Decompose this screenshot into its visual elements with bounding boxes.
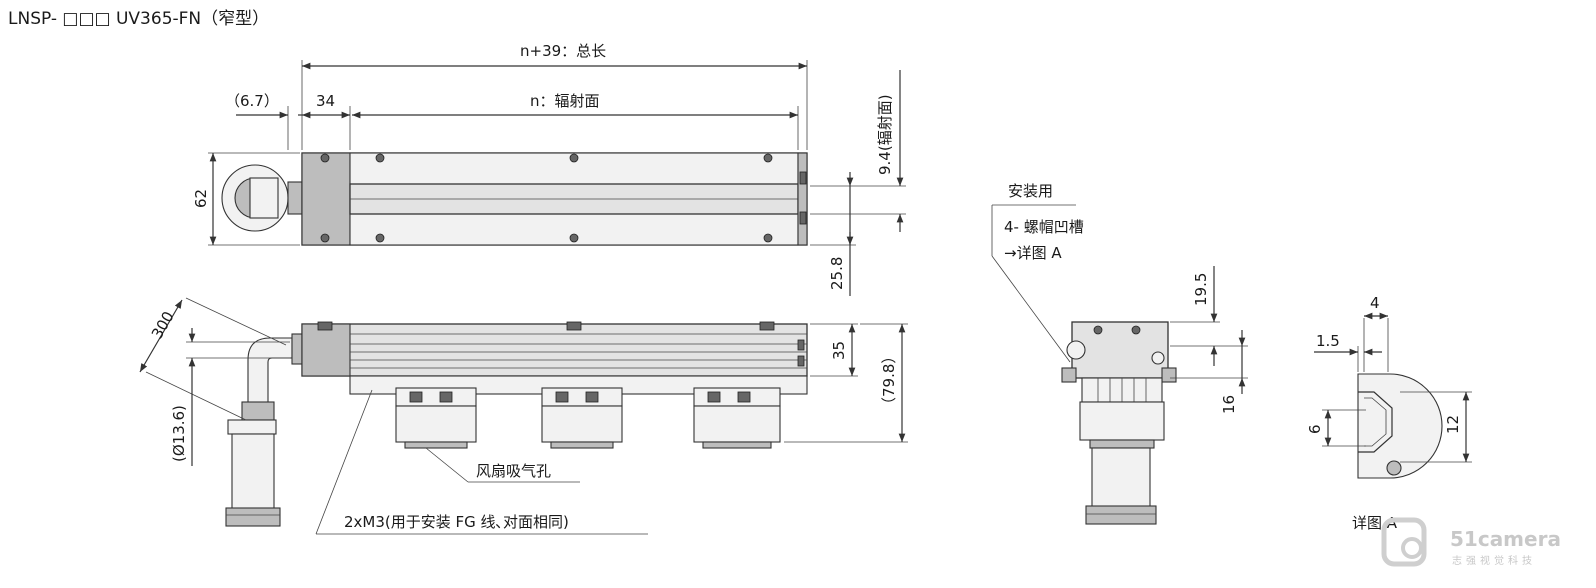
end-port	[1066, 340, 1086, 360]
dim-emit-height: 9.4(辐射面)	[876, 94, 894, 175]
dim-12: 12	[1444, 415, 1462, 434]
dim-62: 62	[192, 189, 210, 208]
dim-79-8: （79.8）	[880, 349, 898, 412]
top-view-dimensions: n+39：总长 n：辐射面 34 （6.7） 62 9.4(辐射面) 25.8	[192, 42, 906, 296]
label-slot-line1: 4- 螺帽凹槽	[1004, 218, 1084, 236]
label-screw-fg: 2xM3(用于安装 FG 线､对面相同)	[344, 513, 569, 531]
end-fan	[1079, 401, 1165, 441]
screw	[375, 153, 385, 163]
detail-a: 4 1.5 6 12 详图 A	[1306, 294, 1472, 532]
dim-total-length: n+39：总长	[520, 42, 606, 60]
connector-neck	[249, 177, 279, 219]
dim-19-5: 19.5	[1192, 273, 1210, 306]
watermark-sub: 志强视觉科技	[1452, 554, 1536, 567]
dim-25-8: 25.8	[828, 257, 846, 290]
fan-unit	[693, 387, 781, 449]
watermark: 51camera 志强视觉科技	[1381, 517, 1561, 567]
screw	[763, 233, 773, 243]
screw	[569, 153, 579, 163]
end-body	[1071, 321, 1169, 379]
cable-elbow	[247, 337, 293, 403]
drawing-title: LNSP- □□□ UV365-FN（窄型）	[8, 9, 269, 29]
plug-ring	[227, 419, 277, 435]
screw	[320, 153, 330, 163]
side-view-dimensions: 300 (Ø13.6) 35 （79.8） 风扇吸气孔 2xM3(用于安装 FG…	[139, 297, 908, 535]
watermark-logo-icon	[1381, 517, 1427, 567]
plug-body	[231, 433, 275, 511]
label-slot-line2: →详图 A	[1004, 244, 1062, 262]
dim-34: 34	[316, 92, 335, 110]
end-view	[1061, 321, 1177, 525]
detail-a-shape	[1357, 373, 1443, 479]
screw	[375, 233, 385, 243]
label-fan-inlet: 风扇吸气孔	[476, 462, 551, 480]
screw	[763, 153, 773, 163]
connector-mount	[287, 181, 303, 215]
dim-emit-length: n：辐射面	[530, 92, 600, 110]
screw	[569, 233, 579, 243]
top-view	[221, 152, 808, 246]
dim-16: 16	[1220, 395, 1238, 414]
dim-6: 6	[1306, 424, 1324, 434]
label-mount-use: 安装用	[1008, 182, 1053, 200]
dim-cable-300: 300	[148, 308, 178, 342]
end-plug	[1091, 447, 1151, 509]
watermark-brand: 51camera	[1450, 527, 1561, 551]
plug-end	[225, 507, 281, 527]
screw	[320, 233, 330, 243]
top-end-cap	[301, 152, 351, 246]
cable-collar	[241, 401, 275, 421]
detail-a-hole	[1386, 460, 1402, 476]
side-body	[301, 323, 808, 377]
dim-35: 35	[830, 341, 848, 360]
top-right-end	[797, 152, 808, 246]
dim-offset-left: （6.7）	[225, 92, 279, 110]
dim-4: 4	[1370, 294, 1380, 312]
dim-1-5: 1.5	[1316, 332, 1340, 350]
fan-unit	[395, 387, 477, 449]
dim-cable-dia: (Ø13.6)	[170, 405, 188, 462]
end-view-dimensions: 安装用 4- 螺帽凹槽 →详图 A 19.5 16	[991, 182, 1248, 414]
fan-unit	[541, 387, 623, 449]
side-view	[225, 321, 808, 527]
side-end-cap	[301, 323, 351, 377]
